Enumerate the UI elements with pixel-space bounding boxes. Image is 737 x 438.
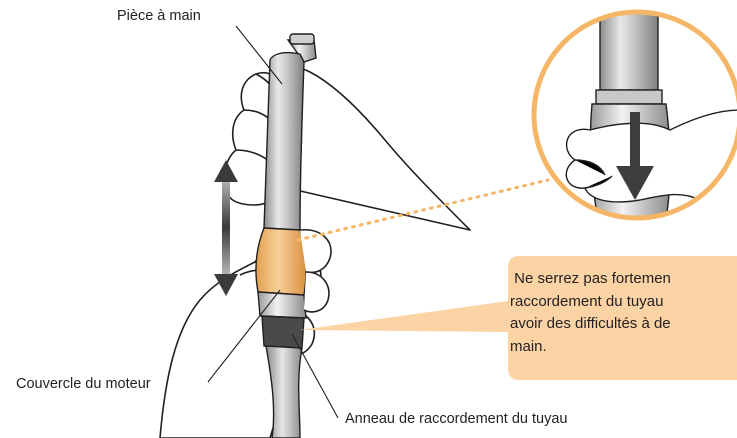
right-hand [225, 68, 470, 230]
note-pointer [300, 300, 515, 332]
label-motor-cover: Couvercle du moteur [16, 376, 151, 392]
label-handpiece: Pièce à main [117, 8, 201, 24]
caution-note-text: Ne serrez pas fortemen raccordement du t… [508, 268, 737, 358]
magnified-view [534, 0, 737, 230]
up-down-arrow-icon [214, 160, 238, 296]
label-hose-connection-ring: Anneau de raccordement du tuyau [345, 411, 567, 427]
caution-note-box: Ne serrez pas fortemen raccordement du t… [508, 256, 737, 380]
